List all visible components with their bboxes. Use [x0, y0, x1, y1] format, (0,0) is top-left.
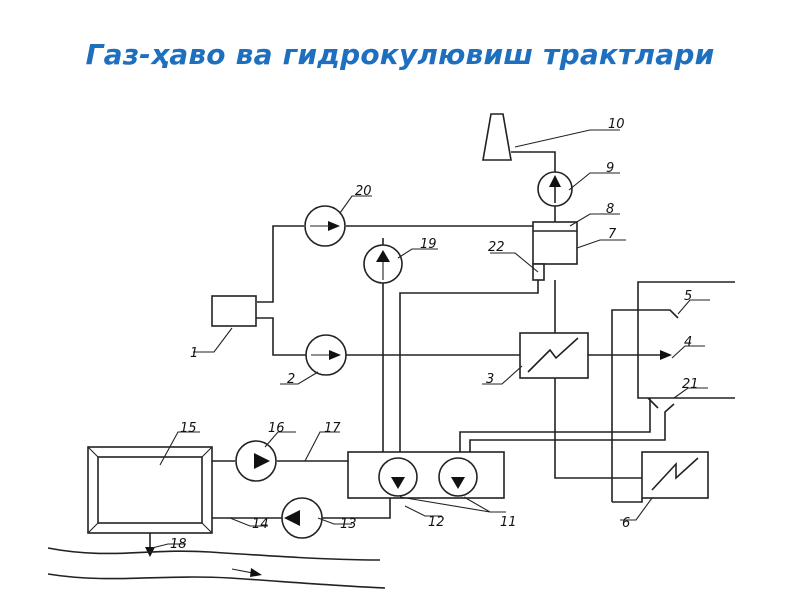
label-18: 18 — [170, 537, 187, 552]
burner-5 — [611, 309, 679, 502]
label-20: 20 — [355, 184, 372, 199]
furnace-wall — [637, 281, 735, 399]
label-22: 22 — [488, 240, 505, 255]
fan-19 — [363, 244, 403, 284]
label-16: 16 — [268, 421, 285, 436]
pipe-heater3-to-unit6 — [554, 378, 642, 479]
arrow-4 — [660, 350, 672, 360]
label-12: 12 — [428, 515, 445, 530]
label-10: 10 — [608, 117, 625, 132]
pump-station-12 — [347, 451, 505, 499]
pump-13 — [281, 497, 323, 539]
pipe-unit6-return — [612, 498, 643, 503]
label-13: 13 — [340, 517, 357, 532]
tank-15 — [87, 446, 213, 534]
nozzles-21 — [459, 397, 675, 452]
river-upper — [47, 547, 381, 561]
label-8: 8 — [606, 202, 614, 217]
label-7: 7 — [608, 227, 617, 242]
label-15: 15 — [180, 421, 197, 436]
label-1: 1 — [190, 346, 198, 361]
pipe-22 — [399, 280, 539, 452]
label-6: 6 — [622, 516, 630, 531]
unit-6 — [641, 451, 709, 499]
leader-lines — [151, 129, 710, 549]
fan-9 — [537, 171, 573, 207]
fan-20 — [304, 205, 346, 247]
pipe-unit1-to-fan2 — [256, 317, 306, 356]
pipe-14 — [212, 498, 391, 519]
label-5: 5 — [684, 289, 692, 304]
unit-7-8 — [532, 221, 578, 281]
label-2: 2 — [287, 372, 295, 387]
page-title: Газ-ҳаво ва гидрокулювиш трактлари — [85, 38, 715, 71]
pump-16 — [235, 440, 277, 482]
pipe-chimney-to-fan9 — [511, 151, 556, 172]
pipe-fan20 — [257, 225, 533, 303]
label-11: 11 — [500, 515, 517, 530]
unit-1 — [211, 295, 257, 327]
label-4: 4 — [684, 335, 692, 350]
label-17: 17 — [324, 421, 341, 436]
label-3: 3 — [486, 372, 494, 387]
heater-3 — [519, 332, 589, 379]
label-9: 9 — [606, 161, 614, 176]
label-14: 14 — [252, 517, 269, 532]
label-19: 19 — [420, 237, 437, 252]
label-21: 21 — [682, 377, 699, 392]
fan-2 — [305, 334, 347, 376]
river-lower — [47, 573, 386, 589]
chimney — [482, 113, 512, 161]
